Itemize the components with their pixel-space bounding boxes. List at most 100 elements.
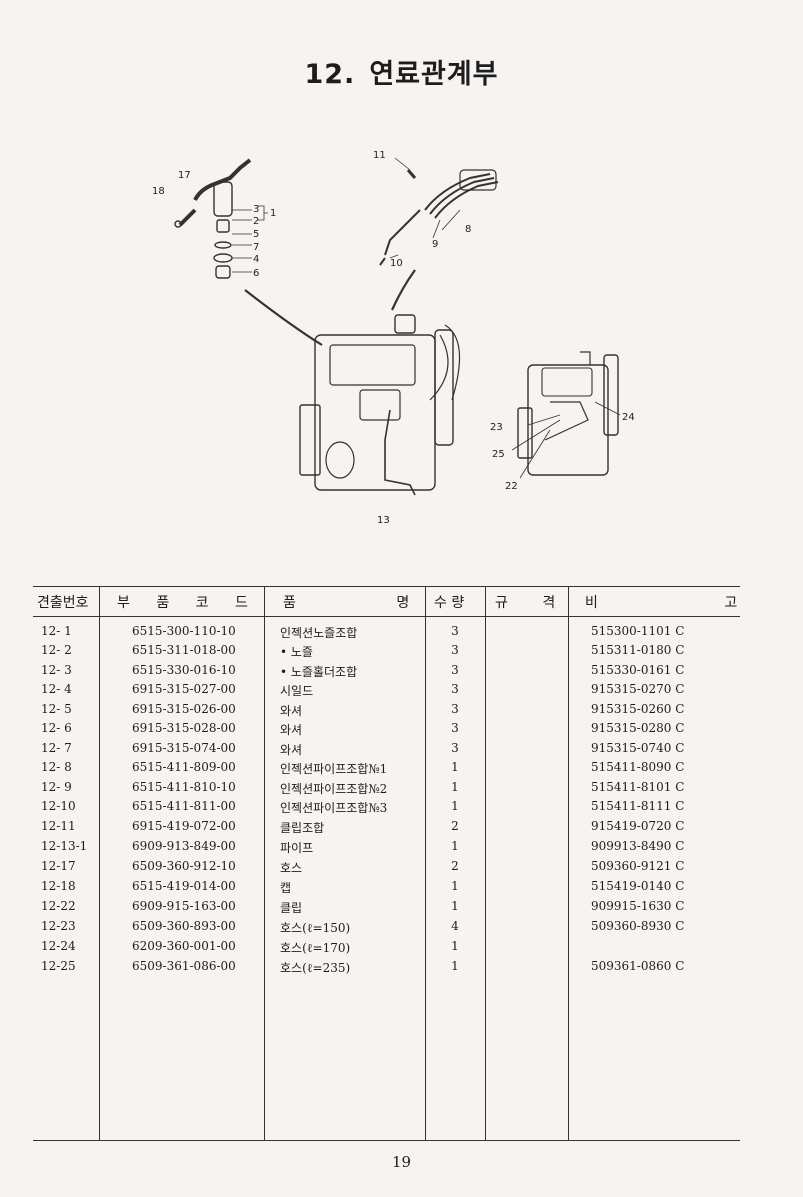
header-spec: 규 격	[495, 595, 556, 611]
washer-6	[215, 265, 231, 279]
callout-9: 9	[432, 239, 438, 250]
cell-code: 6515-300-110-10	[132, 624, 236, 638]
cell-note: 515411-8111 C	[591, 799, 685, 813]
cell-note: 515330-0161 C	[591, 663, 685, 677]
cell-note: 515411-8101 C	[591, 780, 685, 794]
cell-note: 915315-0280 C	[591, 721, 685, 735]
table-row: 12-25 6509-361-086-00 호스(ℓ=235) 1 509361-086…	[33, 959, 740, 979]
callout-10: 10	[390, 258, 403, 269]
nozzle	[216, 219, 230, 233]
cell-note: 515411-8090 C	[591, 760, 685, 774]
cell-no: 12- 6	[41, 721, 72, 735]
callout-1: 1	[270, 208, 276, 219]
clip-11	[406, 169, 417, 179]
pipe-13	[384, 409, 416, 496]
cell-name: 와셔	[280, 743, 303, 757]
callout-11: 11	[373, 150, 386, 161]
header-name: 품 명	[283, 595, 410, 611]
shield-4	[213, 253, 233, 263]
cell-qty: 3	[451, 663, 459, 677]
cell-note: 909915-1630 C	[591, 899, 685, 913]
cell-qty: 4	[451, 919, 459, 933]
col-divider	[264, 586, 265, 1141]
callout-6: 6	[253, 268, 259, 279]
cell-no: 12- 4	[41, 682, 72, 696]
cell-qty: 3	[451, 682, 459, 696]
nozzle-holder	[213, 181, 233, 217]
col-divider	[568, 586, 569, 1141]
table-header-border	[33, 616, 740, 617]
cell-name: 캡	[280, 881, 292, 895]
page-title: 12.연료관계부	[0, 52, 803, 91]
cell-code: 6509-360-912-10	[132, 859, 236, 873]
header-qty: 수 량	[434, 595, 465, 611]
cell-no: 12-11	[41, 819, 76, 833]
cell-qty: 3	[451, 741, 459, 755]
header-code: 부 품 코 드	[117, 595, 248, 611]
cell-name: 호스	[280, 861, 303, 875]
callout-4: 4	[253, 254, 259, 265]
callout-25: 25	[492, 449, 505, 460]
cell-note: 915419-0720 C	[591, 819, 685, 833]
table-top-border	[33, 586, 740, 587]
table-row: 12-13-1 6909-913-849-00 파이프 1 909913-8490 C	[33, 839, 740, 859]
cell-name: 시일드	[280, 684, 314, 698]
washer-7	[214, 241, 232, 249]
hose-17	[193, 158, 252, 201]
cell-no: 12- 2	[41, 643, 72, 657]
cell-name: 인젝션파이프조합№1	[280, 762, 388, 776]
cell-name: 호스(ℓ=235)	[280, 961, 351, 975]
header-note: 비 고	[585, 595, 738, 611]
cell-code: 6909-913-849-00	[132, 839, 236, 853]
cell-qty: 1	[451, 879, 459, 893]
cell-note: 509361-0860 C	[591, 959, 685, 973]
col-divider	[425, 586, 426, 1141]
cell-note: 515311-0180 C	[591, 643, 685, 657]
callout-2: 2	[253, 216, 259, 227]
cell-no: 12-25	[41, 959, 76, 973]
callout-23: 23	[490, 422, 503, 433]
col-divider	[485, 586, 486, 1141]
cell-qty: 1	[451, 760, 459, 774]
cell-note: 915315-0270 C	[591, 682, 685, 696]
cell-name: 인젝션노즐조합	[280, 626, 358, 640]
cell-code: 6515-411-810-10	[132, 780, 236, 794]
cell-code: 6515-330-016-10	[132, 663, 236, 677]
page-number: 19	[391, 1153, 412, 1171]
cell-qty: 2	[451, 819, 459, 833]
cell-qty: 1	[451, 959, 459, 973]
engine-body	[314, 334, 436, 491]
cell-code: 6515-419-014-00	[132, 879, 236, 893]
cell-note: 915315-0260 C	[591, 702, 685, 716]
cell-no: 12-13-1	[41, 839, 88, 853]
cell-name: 와셔	[280, 723, 303, 737]
cell-no: 12-22	[41, 899, 76, 913]
cell-qty: 3	[451, 643, 459, 657]
cell-code: 6509-361-086-00	[132, 959, 236, 973]
cell-note: 509360-9121 C	[591, 859, 685, 873]
cell-note: 915315-0740 C	[591, 741, 685, 755]
cell-code: 6515-311-018-00	[132, 643, 236, 657]
cell-no: 12-10	[41, 799, 76, 813]
cell-no: 12-18	[41, 879, 76, 893]
cell-name: 파이프	[280, 841, 314, 855]
cell-qty: 1	[451, 939, 459, 953]
cell-note: 909913-8490 C	[591, 839, 685, 853]
cell-code: 6915-419-072-00	[132, 819, 236, 833]
cell-no: 12- 8	[41, 760, 72, 774]
callout-13: 13	[377, 515, 390, 526]
cell-qty: 1	[451, 839, 459, 853]
callout-3: 3	[253, 204, 259, 215]
cell-name: 클립	[280, 901, 303, 915]
cell-name: 호스(ℓ=170)	[280, 941, 351, 955]
cell-qty: 1	[451, 899, 459, 913]
